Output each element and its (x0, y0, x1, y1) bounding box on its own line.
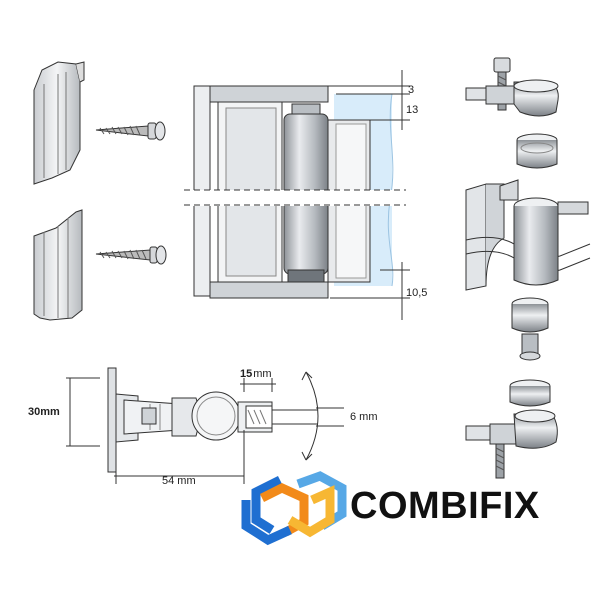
bottom-cap-bracket (465, 425, 491, 441)
section-pin-circle (191, 391, 241, 441)
hinge-top-section (107, 367, 319, 473)
brand-name: COMBIFIX (350, 485, 540, 527)
dimension-pin-width: 15mm (240, 368, 272, 380)
dimension-pin-width-bold: 15 (240, 368, 252, 380)
screw-lower (95, 245, 167, 265)
wall-profile-upper (33, 61, 85, 185)
top-cap-bracket (465, 87, 487, 101)
section-wall-plate (107, 367, 117, 473)
section-swing-arc (305, 371, 319, 461)
dimension-lines-vertical (320, 70, 410, 320)
combifix-logo: COMBIFIX (241, 471, 540, 546)
dimension-top-gap: 3 (408, 84, 414, 96)
screw-upper (95, 121, 166, 141)
dimension-glass-offset: 13 (406, 104, 418, 116)
dimension-pin-width-unit: mm (253, 368, 271, 380)
dimension-height: 30mm (28, 406, 60, 418)
section-dimension-lines (66, 377, 344, 484)
exploded-view (465, 57, 591, 479)
dimension-length: 54 mm (162, 475, 196, 487)
logo-yellow-hex (287, 485, 335, 538)
wall-profile-lower (33, 209, 83, 321)
combifix-logo-mark (241, 471, 347, 546)
logo-lightblue-hex (296, 471, 347, 530)
dimension-bottom-gap: 10,5 (406, 287, 427, 299)
dimension-glass-thickness: 6 mm (350, 411, 378, 423)
logo-blue-hex (251, 475, 283, 534)
hinge-front-view (184, 85, 406, 299)
